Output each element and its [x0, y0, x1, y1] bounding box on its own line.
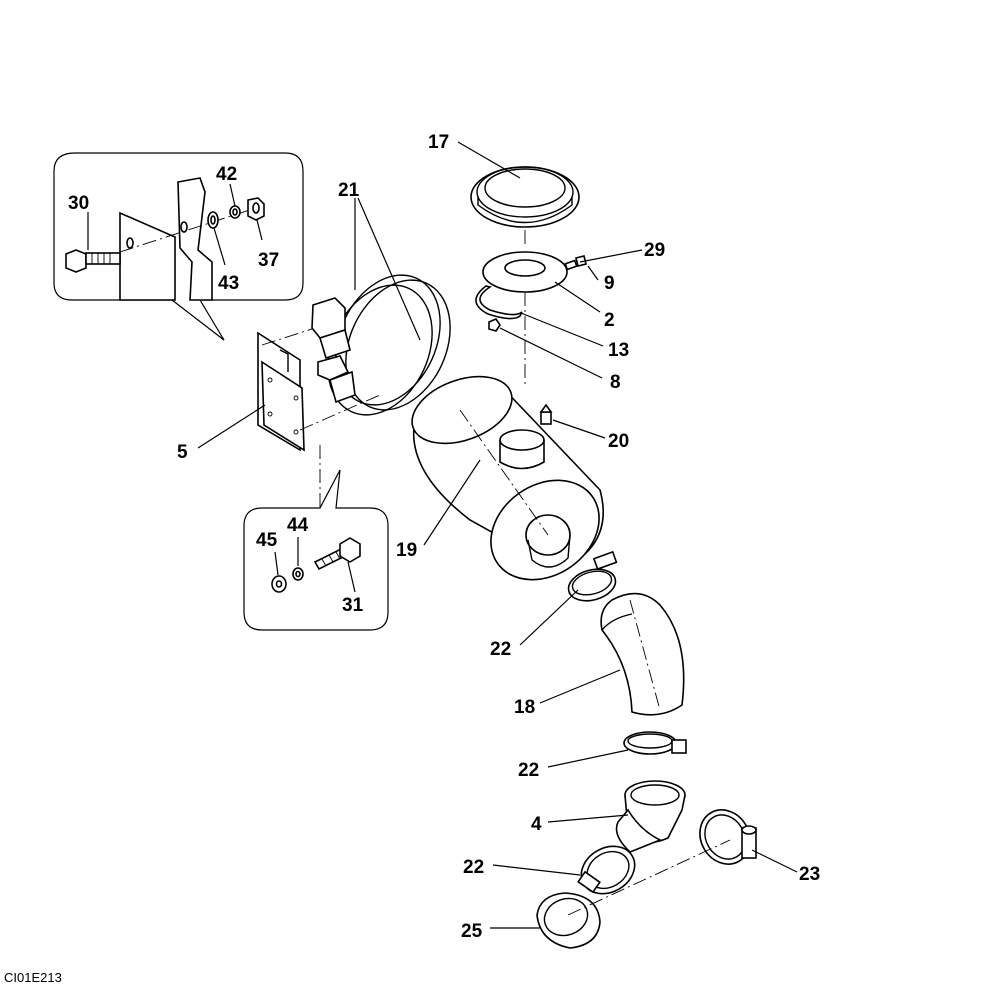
callout-37: 37 [258, 250, 279, 271]
rain-cap-25 [536, 892, 601, 949]
callout-5: 5 [177, 442, 188, 463]
callout-43: 43 [218, 273, 239, 294]
callout-22-middle: 22 [518, 760, 539, 781]
nut-8-icon [488, 318, 501, 332]
clip-13 [475, 285, 523, 320]
callout-21: 21 [338, 180, 360, 201]
screw-29-icon [564, 255, 587, 271]
hose-clamp-22-lower [577, 845, 636, 895]
clamp-23 [699, 809, 757, 865]
callout-31: 31 [342, 595, 364, 616]
leader-lines [87, 141, 798, 929]
callout-25: 25 [461, 921, 483, 942]
callout-9: 9 [604, 273, 615, 294]
callout-2: 2 [604, 310, 615, 331]
elbow-hose-18 [600, 592, 685, 716]
drawing-code: CI01E213 [4, 970, 62, 985]
callout-45: 45 [256, 530, 278, 551]
mounting-plate-detail [119, 211, 176, 301]
callout-22-lower: 22 [463, 857, 484, 878]
callout-18: 18 [514, 697, 535, 718]
callout-44: 44 [287, 515, 309, 536]
callout-22-upper: 22 [490, 639, 511, 660]
callout-20: 20 [608, 431, 629, 452]
elbow-4 [615, 780, 686, 853]
air-cleaner-housing-19 [411, 375, 604, 581]
callout-13: 13 [608, 340, 629, 361]
band-clamp-21 [311, 274, 451, 416]
cap-17 [470, 166, 580, 228]
callout-29: 29 [644, 240, 665, 261]
detail-box-lower [243, 445, 389, 631]
callout-labels: 17 21 42 30 37 43 29 9 2 13 8 20 5 19 44… [68, 132, 820, 942]
detail-box-upper [53, 152, 304, 341]
callout-8: 8 [610, 372, 621, 393]
callout-19: 19 [396, 540, 417, 561]
callout-42: 42 [216, 164, 237, 185]
bracket-detail [177, 177, 213, 301]
bolt-30-icon [65, 249, 121, 273]
hose-clamp-22-middle [623, 731, 687, 755]
callout-4: 4 [531, 814, 542, 835]
mounting-plate-5 [257, 331, 305, 452]
indicator-20-icon [539, 403, 553, 425]
hose-clamp-22-upper [567, 550, 618, 602]
ring-2 [482, 251, 568, 293]
bolt-31-icon [313, 537, 361, 571]
callout-23: 23 [799, 864, 820, 885]
callout-17: 17 [428, 132, 449, 153]
callout-30: 30 [68, 193, 89, 214]
